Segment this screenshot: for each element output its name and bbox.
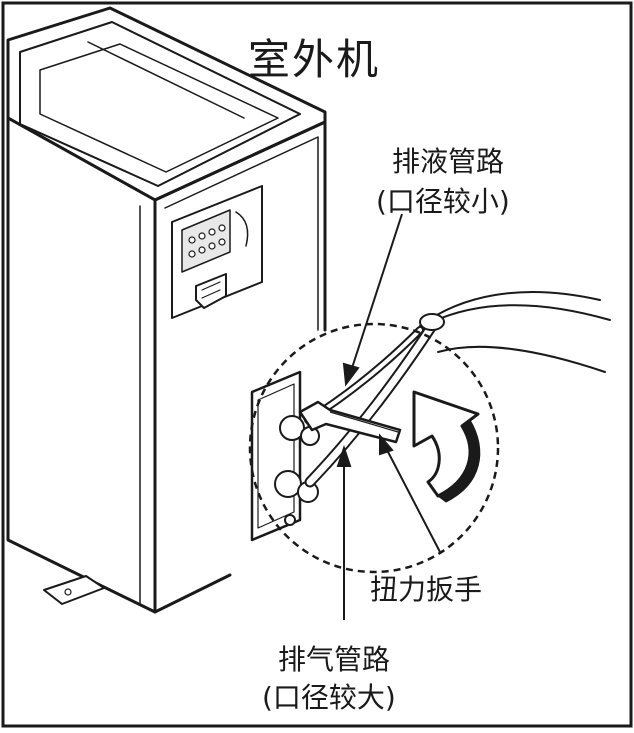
unit-top-inset [39,43,279,173]
terminal-screws [188,224,226,258]
liquid-pipe-note: (口径较小) [376,185,510,218]
torque-wrench-label: 扭力扳手 [370,573,483,606]
outdoor-unit-title: 室外机 [248,35,381,84]
detail-dashed-circle [248,322,500,574]
unit-front-inset [164,136,319,331]
liquid-pipe-label: 排液管路 [392,145,505,178]
outdoor-unit-illustration [6,6,327,614]
leader-lines [336,213,441,620]
unit-top-panel [19,21,301,187]
gas-pipe-label: 排气管路 [278,643,391,676]
service-valves [274,415,320,526]
unit-left-face [6,116,157,614]
unit-front-face [153,120,327,614]
rotation-arrow [412,390,481,503]
unit-foot [43,575,105,605]
cable-loop [235,211,249,247]
torque-wrench-illustration [298,400,402,444]
gas-pipe-note: (口径较大) [262,681,396,714]
unit-top-seam [87,41,245,119]
